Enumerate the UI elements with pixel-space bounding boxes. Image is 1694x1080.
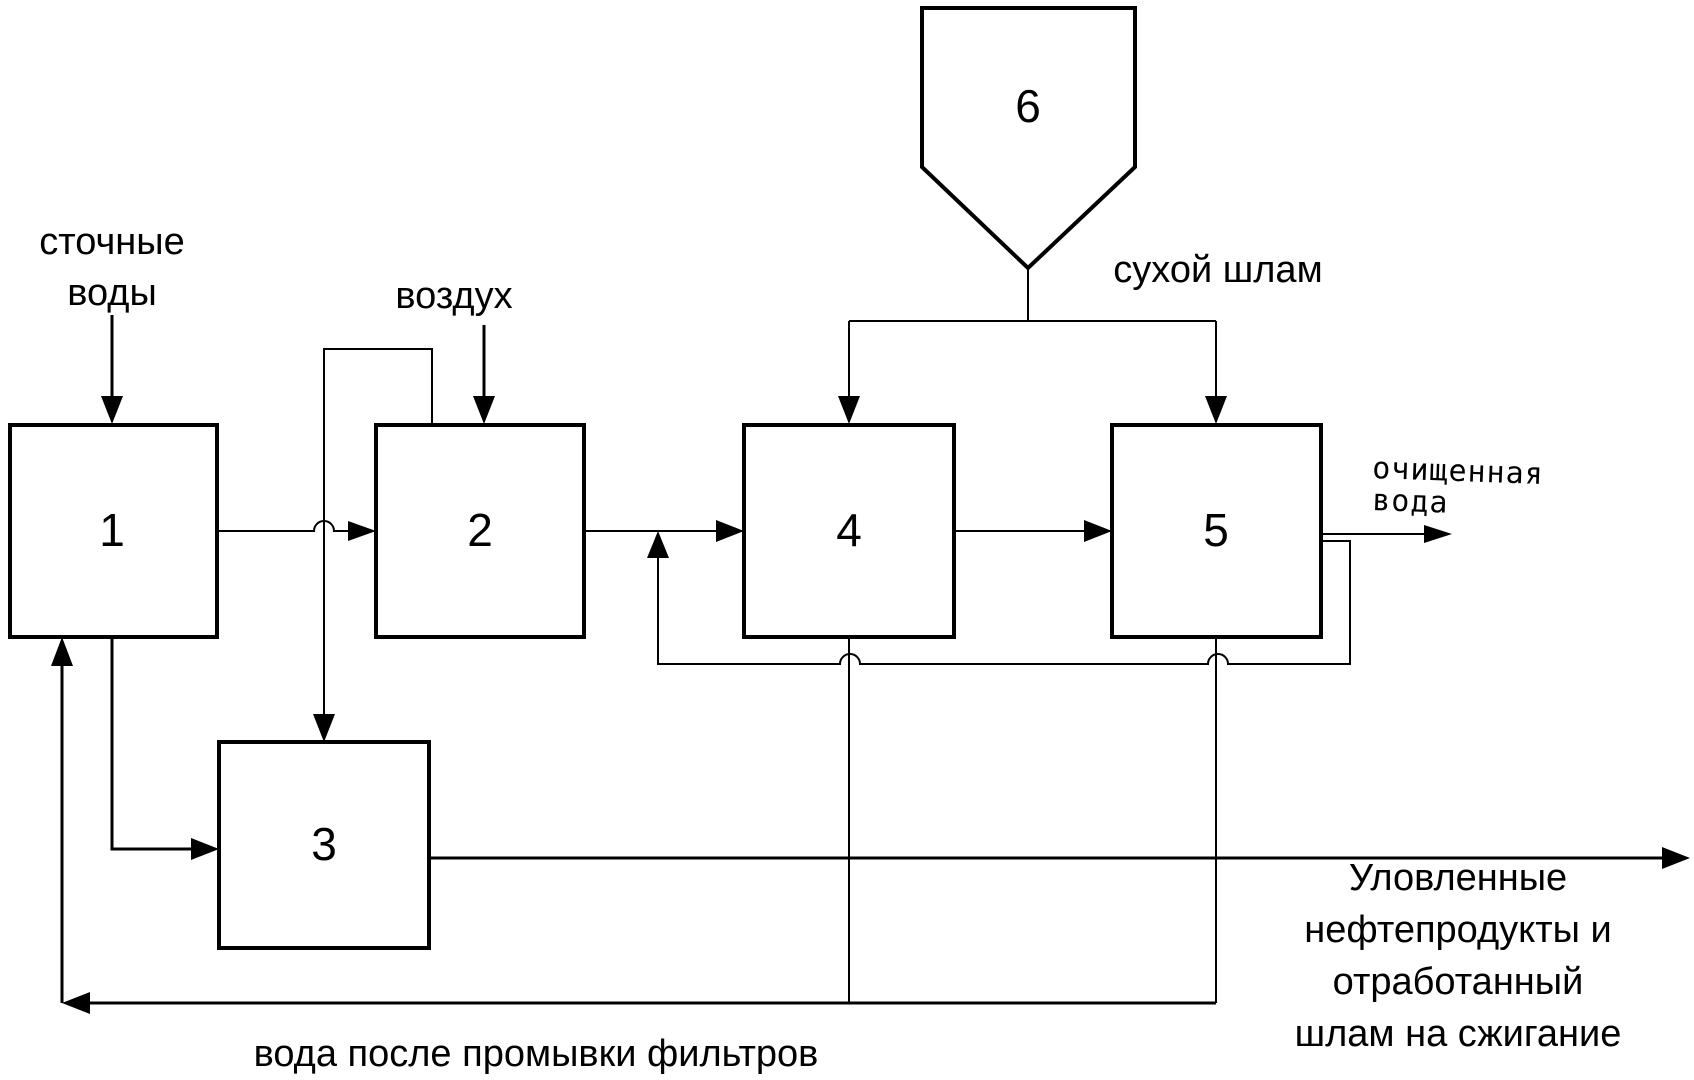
purified-water-label-line1: очищенная	[1372, 451, 1545, 492]
block-3-number: 3	[311, 818, 337, 870]
block-3: 3	[217, 740, 431, 950]
backwash-return-line	[51, 637, 1217, 1014]
recycle-loop-5-to-4	[647, 531, 1351, 665]
wastewater-label-line2: воды	[67, 272, 157, 314]
air-label: воздух	[395, 275, 512, 317]
block-1-number: 1	[99, 504, 125, 556]
block-6-hopper: 6	[920, 6, 1137, 271]
flow-1-to-2	[217, 520, 376, 541]
wastewater-label-line1: сточные	[39, 221, 185, 263]
flow-2-to-4	[584, 520, 744, 542]
air-inlet-arrow	[473, 325, 495, 424]
dry-sludge-feed	[838, 268, 1227, 424]
flow-2-to-3	[313, 348, 433, 742]
oil-products-label-line2: нефтепродукты и	[1304, 909, 1611, 951]
block-4: 4	[742, 423, 956, 639]
oil-products-outlet	[429, 847, 1690, 869]
wastewater-inlet-arrow	[101, 315, 123, 424]
block-2-number: 2	[467, 504, 493, 556]
backwash-label: вода после промывки фильтров	[254, 1033, 819, 1075]
block-2: 2	[374, 423, 586, 639]
block-1: 1	[8, 423, 219, 639]
flow-1-to-3	[110, 637, 219, 860]
purified-water-outlet	[1321, 525, 1452, 543]
block-5: 5	[1110, 423, 1323, 639]
purified-water-label-line2: вода	[1372, 483, 1449, 521]
oil-products-label-line3: отработанный	[1333, 961, 1584, 1003]
block-6-number: 6	[1015, 80, 1041, 132]
block-4-number: 4	[836, 504, 862, 556]
dry-sludge-label: сухой шлам	[1113, 249, 1322, 291]
block-5-number: 5	[1203, 504, 1229, 556]
flow-4-to-5	[954, 520, 1112, 542]
oil-products-label-line4: шлам на сжигание	[1295, 1013, 1622, 1055]
oil-products-label-line1: Уловленные	[1349, 857, 1567, 899]
